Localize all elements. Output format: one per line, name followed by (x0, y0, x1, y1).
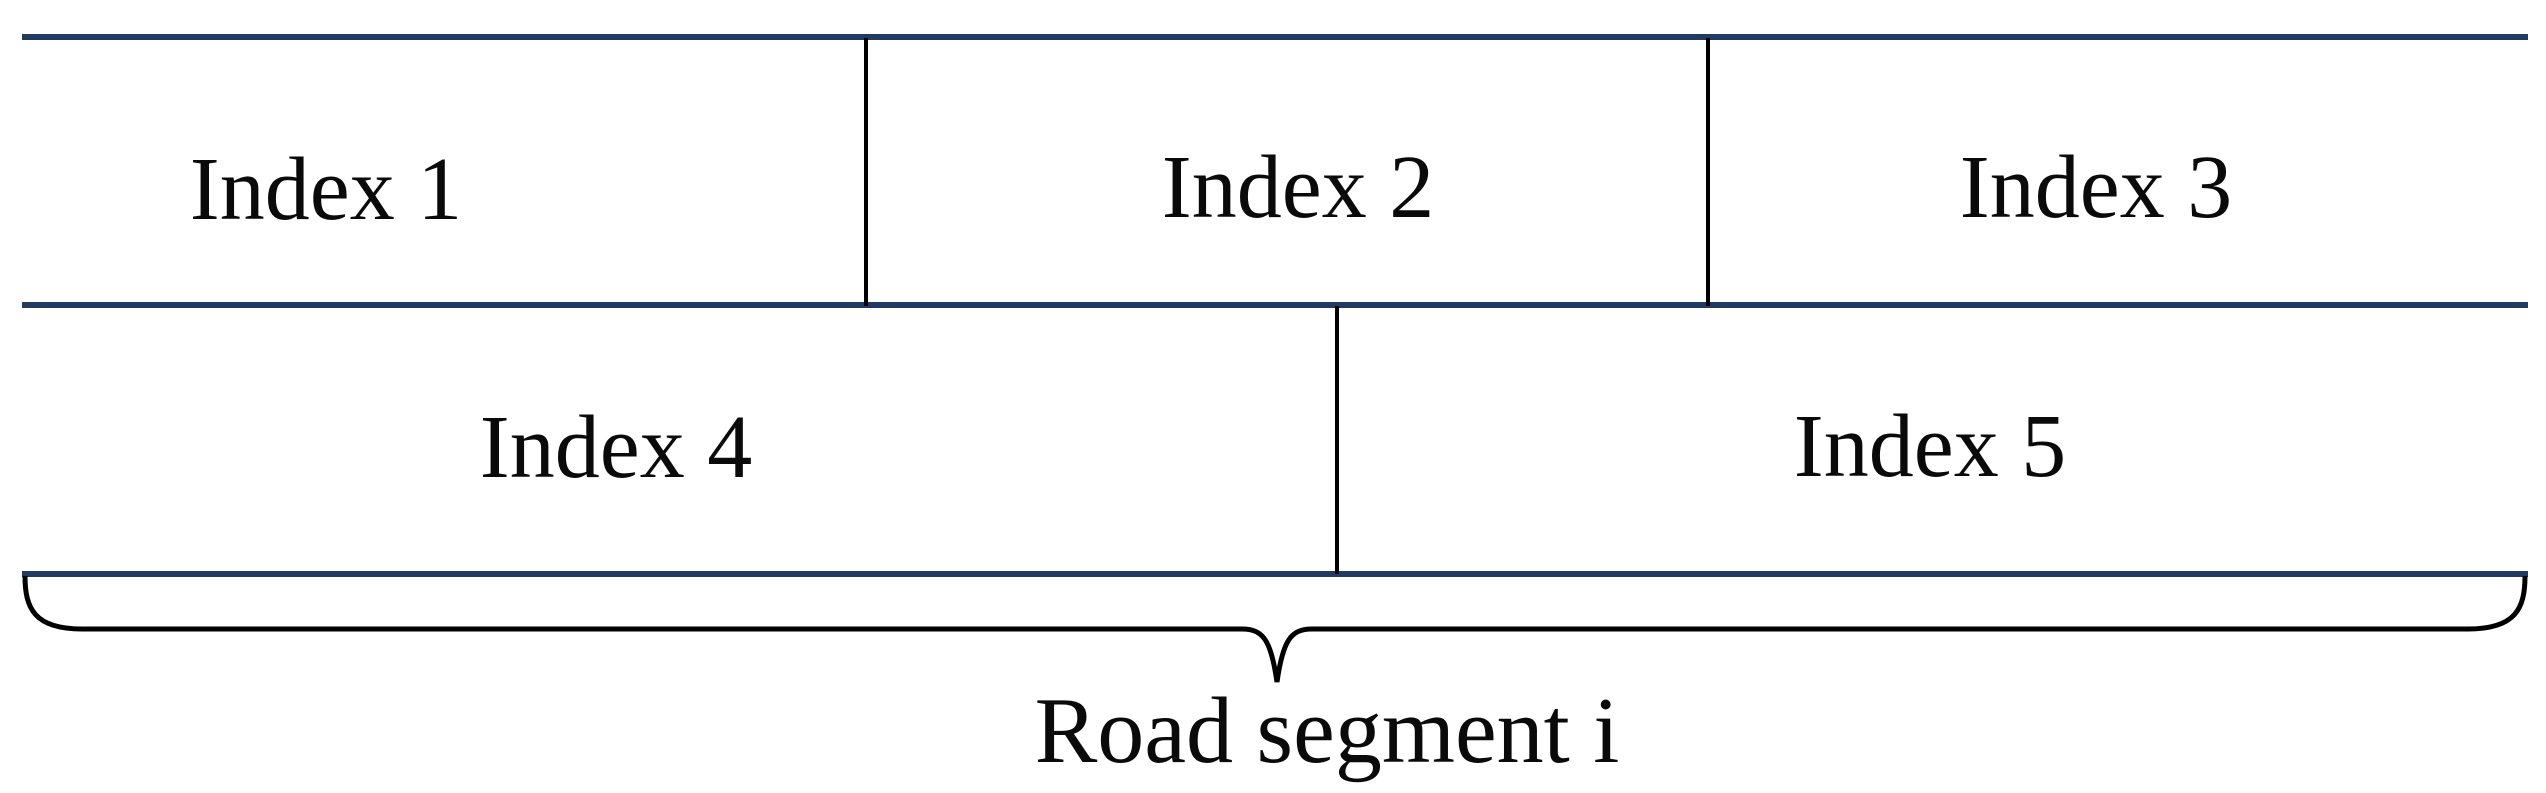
index-4-label: Index 4 (479, 398, 753, 497)
road-segment-caption: Road segment i (1034, 679, 1620, 783)
divider-index4-index5 (1335, 306, 1339, 574)
road-edge-line-bottom (22, 571, 2528, 577)
index-3-label: Index 3 (1959, 138, 2233, 237)
road-edge-line-top (22, 34, 2528, 40)
row-separator-line (22, 302, 2528, 308)
index-2-label: Index 2 (1161, 138, 1435, 237)
divider-index1-index2 (864, 38, 868, 306)
index-1-label: Index 1 (189, 140, 463, 239)
divider-index2-index3 (1706, 38, 1710, 306)
index-5-label: Index 5 (1793, 397, 2067, 496)
